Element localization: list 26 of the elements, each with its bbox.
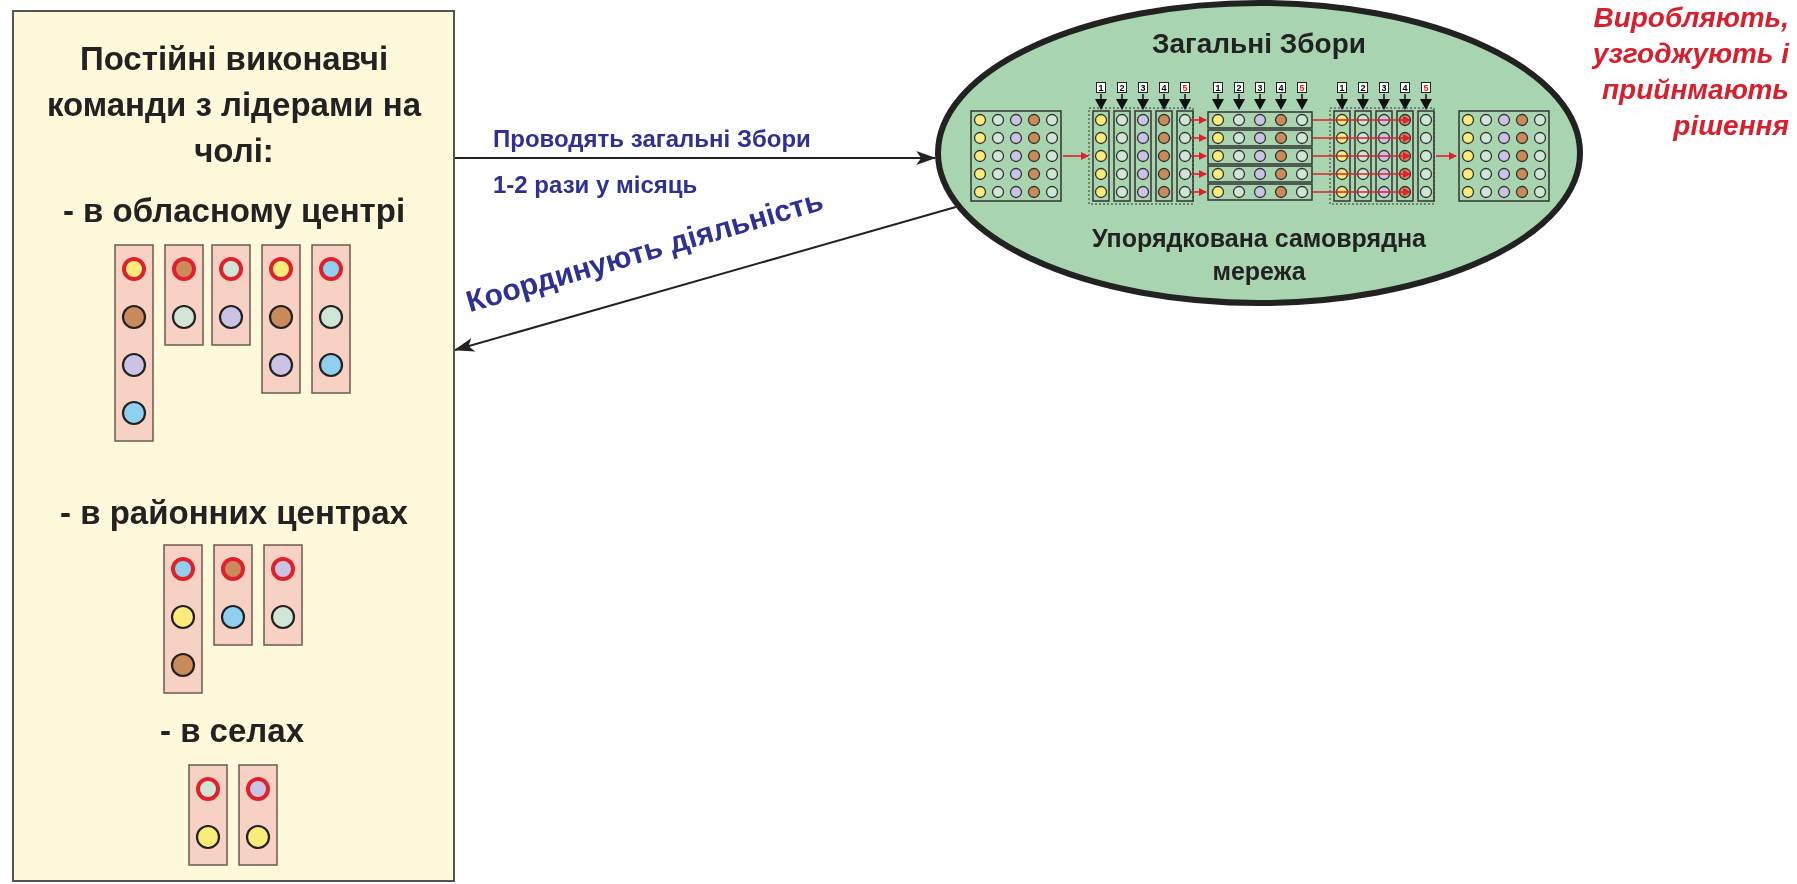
section-heading: - в обласному центрі bbox=[61, 191, 407, 231]
ellipse-node bbox=[935, 0, 1583, 306]
step-number: 4 bbox=[1400, 82, 1410, 93]
section-heading: - в районних центрах bbox=[59, 493, 409, 533]
panel-heading: Постійні виконавчі команди з лідерами на чолі: bbox=[45, 39, 423, 171]
section-heading: - в селах bbox=[159, 711, 305, 751]
panel bbox=[12, 10, 455, 882]
step-number: 3 bbox=[1379, 82, 1389, 93]
ellipse-caption: Упорядкована самоврядна мережа bbox=[1090, 223, 1427, 287]
step-number: 4 bbox=[1276, 82, 1286, 93]
step-number: 5 bbox=[1297, 82, 1307, 93]
step-number: 3 bbox=[1138, 82, 1148, 93]
step-number: 2 bbox=[1234, 82, 1244, 93]
step-number: 2 bbox=[1358, 82, 1368, 93]
step-number: 3 bbox=[1255, 82, 1265, 93]
arrow bbox=[454, 206, 957, 352]
step-number: 5 bbox=[1180, 82, 1190, 93]
step-number: 1 bbox=[1337, 82, 1347, 93]
note-text: Виробляють, узгоджують і прийнмають рішення bbox=[1590, 1, 1789, 143]
step-number: 5 bbox=[1421, 82, 1431, 93]
arrow bbox=[454, 151, 937, 165]
step-number: 1 bbox=[1096, 82, 1106, 93]
ellipse-heading: Загальні Збори bbox=[1150, 27, 1368, 61]
step-number: 4 bbox=[1159, 82, 1169, 93]
step-number: 1 bbox=[1213, 82, 1223, 93]
step-number: 2 bbox=[1117, 82, 1127, 93]
